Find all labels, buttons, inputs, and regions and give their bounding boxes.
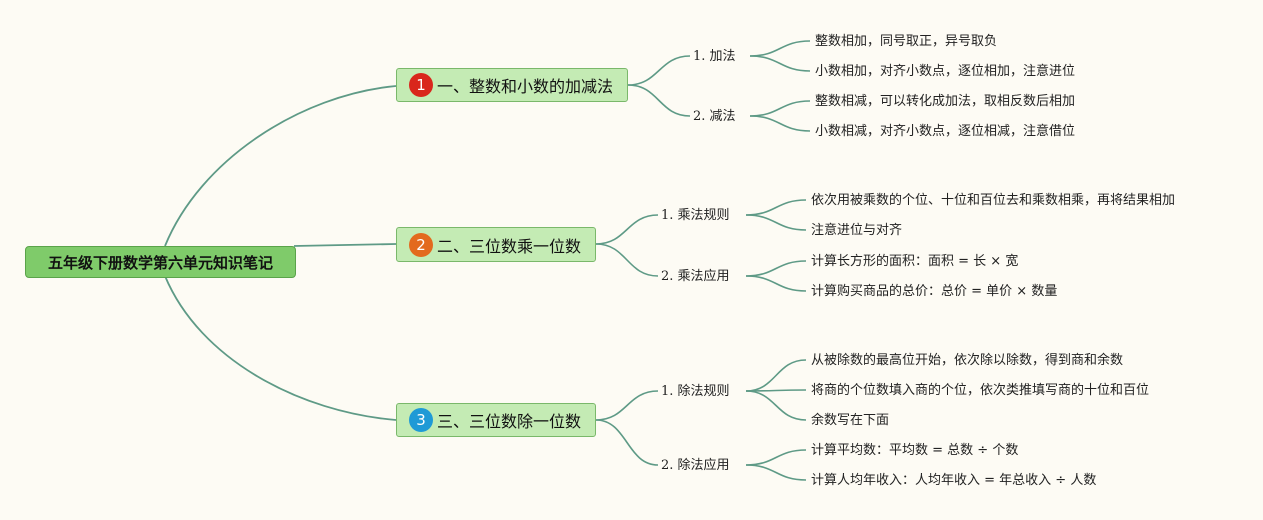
sub-leaf-line: [749, 100, 811, 117]
branch-topic-1[interactable]: 1 一、整数和小数的加减法: [396, 68, 628, 102]
leaf-topic[interactable]: 将商的个位数填入商的个位，依次类推填写商的十位和百位: [811, 383, 1150, 398]
leaf-topic[interactable]: 计算人均年收入：人均年收入 = 年总收入 ÷ 人数: [811, 473, 1097, 488]
subtopic-division-rules[interactable]: 1. 除法规则: [661, 384, 730, 399]
leaf-topic[interactable]: 余数写在下面: [811, 413, 890, 428]
number-1-icon: 1: [409, 73, 433, 97]
branch-sub-line: [595, 214, 659, 245]
sub-leaf-line: [745, 260, 807, 277]
number-2-icon: 2: [409, 232, 433, 257]
leaf-topic[interactable]: 小数相加，对齐小数点，逐位相加，注意进位: [815, 64, 1076, 79]
leaf-topic[interactable]: 注意进位与对齐: [811, 223, 903, 238]
sub-leaf-line: [745, 359, 807, 392]
sub-leaf-line: [745, 464, 807, 481]
subtopic-division-applications[interactable]: 2. 除法应用: [661, 458, 730, 473]
subtopic-multiplication-applications[interactable]: 2. 乘法应用: [661, 269, 730, 284]
subtopic-subtraction[interactable]: 2. 减法: [693, 109, 736, 124]
root-branch-line-3: [164, 275, 397, 421]
subtopic-multiplication-rules[interactable]: 1. 乘法规则: [661, 208, 730, 223]
sub-leaf-line: [749, 40, 811, 57]
number-3-icon: 3: [409, 408, 433, 432]
root-topic[interactable]: 五年级下册数学第六单元知识笔记: [25, 246, 296, 278]
leaf-topic[interactable]: 从被除数的最高位开始，依次除以除数，得到商和余数: [811, 353, 1124, 368]
sub-leaf-line: [745, 449, 807, 466]
sub-leaf-line: [745, 214, 807, 231]
branch-sub-line: [595, 243, 659, 277]
branch-topic-label: 二、三位数乘一位数: [437, 236, 582, 256]
root-branch-line-2: [293, 243, 397, 247]
leaf-topic[interactable]: 计算平均数：平均数 = 总数 ÷ 个数: [811, 443, 1019, 458]
branch-sub-line: [627, 84, 691, 117]
branch-topic-label: 一、整数和小数的加减法: [437, 77, 614, 96]
branch-sub-line: [595, 419, 659, 466]
branch-topic-label: 三、三位数除一位数: [437, 412, 582, 431]
leaf-topic[interactable]: 计算购买商品的总价：总价 = 单价 × 数量: [811, 284, 1058, 299]
branch-topic-3[interactable]: 3 三、三位数除一位数: [396, 403, 596, 437]
branch-sub-line: [627, 55, 691, 86]
root-topic-label: 五年级下册数学第六单元知识笔记: [47, 253, 273, 272]
sub-leaf-line: [749, 115, 811, 132]
leaf-topic[interactable]: 整数相加，同号取正，异号取负: [815, 34, 998, 49]
sub-leaf-line: [745, 275, 807, 292]
subtopic-addition[interactable]: 1. 加法: [693, 49, 736, 64]
leaf-topic[interactable]: 依次用被乘数的个位、十位和百位去和乘数相乘，再将结果相加: [811, 193, 1176, 208]
sub-leaf-line: [749, 55, 811, 72]
leaf-topic[interactable]: 小数相减，对齐小数点，逐位相减，注意借位: [815, 124, 1076, 139]
branch-topic-2[interactable]: 2 二、三位数乘一位数: [396, 227, 596, 262]
sub-leaf-line: [745, 390, 807, 421]
root-branch-line-1: [164, 85, 397, 247]
sub-leaf-line: [745, 199, 807, 216]
leaf-topic[interactable]: 整数相减，可以转化成加法，取相反数后相加: [815, 94, 1076, 109]
branch-sub-line: [595, 390, 659, 421]
leaf-topic[interactable]: 计算长方形的面积：面积 = 长 × 宽: [811, 254, 1019, 269]
